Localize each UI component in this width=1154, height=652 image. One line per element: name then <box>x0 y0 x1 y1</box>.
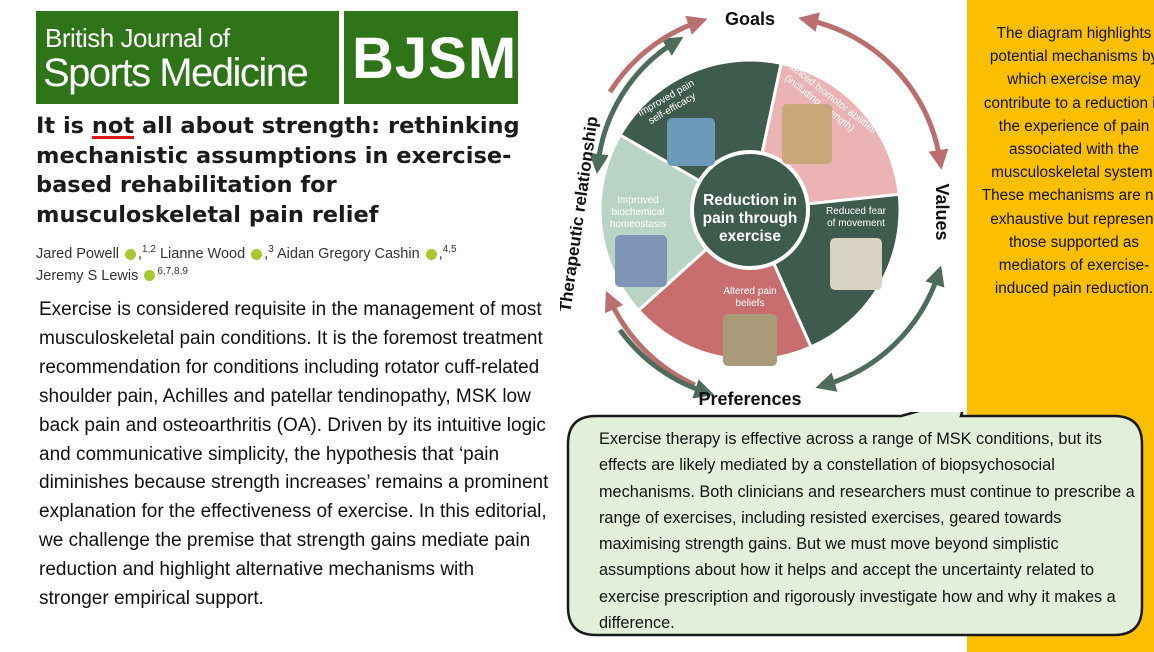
center-line3: exercise <box>719 228 781 245</box>
diagram-caption: The diagram highlights potential mechani… <box>981 25 1154 298</box>
author-affil: 1,2 <box>142 244 156 255</box>
man-portrait-image <box>723 314 777 366</box>
author-name: Aidan Gregory Cashin <box>277 245 420 262</box>
journal-name-line2: Sports Medicine <box>43 51 309 95</box>
arc-arrow <box>589 36 684 174</box>
summary-text: Exercise therapy is effective across a r… <box>599 430 1135 633</box>
segment-label: Reduced fear <box>826 206 887 217</box>
summary-bubble <box>566 412 1144 637</box>
weightlifter-image <box>782 104 832 164</box>
journal-abbr: BJSM <box>352 26 518 91</box>
swimmer-image <box>667 118 715 166</box>
segment-label: biochemical <box>612 207 665 218</box>
article-title: It is not all about strength: rethinking… <box>36 112 546 230</box>
arc-arrow <box>815 265 945 392</box>
orcid-icon <box>251 248 263 260</box>
knee-image <box>615 235 667 287</box>
segment-label: of movement <box>827 218 885 229</box>
orcid-icon <box>425 248 437 260</box>
center-line1: Reduction in <box>703 192 797 209</box>
tennis-player-image <box>830 238 882 290</box>
title-highlight: not <box>91 113 135 139</box>
author-affil: 4,5 <box>442 244 457 255</box>
label-therapeutic-relationship: Therapeutic relationship <box>560 115 602 313</box>
arc-arrow <box>798 12 949 170</box>
center-line2: pain through <box>703 210 798 227</box>
journal-name-line1: British Journal of <box>45 23 230 53</box>
label-goals: Goals <box>725 9 775 29</box>
author-affil: 6,7,8,9 <box>157 265 188 277</box>
segment-label: beliefs <box>736 298 765 309</box>
segment-label: Improved <box>617 195 659 206</box>
mechanism-diagram: Reduction in pain through exercise Impro… <box>560 9 952 409</box>
arc-arrow <box>605 290 697 388</box>
segment-label: homeostasis <box>610 219 666 230</box>
author-name: Lianne Wood <box>159 245 246 262</box>
bubble-shape <box>566 412 1144 637</box>
orcid-icon <box>144 270 156 282</box>
author-name: Jeremy S Lewis <box>36 267 139 284</box>
arc-arrow <box>607 15 708 94</box>
journal-logo: British Journal of Sports Medicine <box>36 11 339 104</box>
journal-abbr-logo: BJSM <box>344 11 518 104</box>
author-list: Jared Powell,1,2 Lianne Wood,3 Aidan Gre… <box>36 244 457 284</box>
title-part2: all about strength: rethinking mechanist… <box>36 113 520 228</box>
author-affil: 3 <box>268 244 274 255</box>
wheel-center <box>690 150 810 270</box>
segment-label: Altered pain <box>723 286 776 297</box>
label-preferences: Preferences <box>698 389 801 409</box>
article-abstract: Exercise is considered requisite in the … <box>39 299 549 610</box>
orcid-icon <box>125 248 137 260</box>
title-part1: It is <box>36 113 92 139</box>
label-values: Values <box>932 183 952 240</box>
author-name: Jared Powell <box>36 245 120 262</box>
arc-arrow <box>617 328 715 399</box>
